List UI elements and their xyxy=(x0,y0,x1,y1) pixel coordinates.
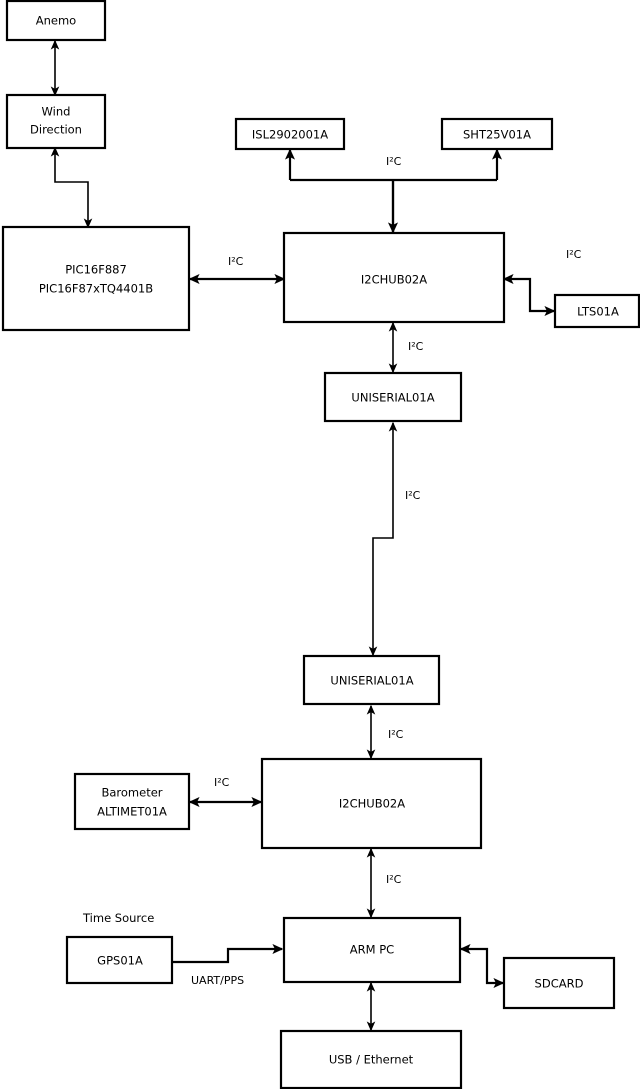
label-time-source: Time Source xyxy=(82,911,154,925)
node-uniserial01a-top-box xyxy=(323,371,463,423)
node-gps01a-box xyxy=(65,935,174,985)
node-lts01a[interactable]: LTS01A xyxy=(553,293,640,329)
node-wind-direction[interactable]: Wind Direction xyxy=(5,93,107,150)
node-isl2902001a-box xyxy=(234,117,346,151)
node-barometer-label-line1: Barometer xyxy=(101,786,162,800)
edge-label-hub2-armpc: I²C xyxy=(386,873,402,886)
node-usb-ethernet-box xyxy=(279,1029,463,1089)
node-wind-direction-box xyxy=(5,93,107,150)
node-pic-mcu-label-line2: PIC16F87xTQ4401B xyxy=(39,282,153,296)
node-barometer-box xyxy=(73,772,191,831)
node-pic-mcu[interactable]: PIC16F887 PIC16F87xTQ4401B xyxy=(1,225,191,332)
node-i2chub02a-bottom[interactable]: I2CHUB02A xyxy=(260,757,483,850)
node-sht25v01a[interactable]: SHT25V01A xyxy=(440,117,554,151)
node-uniserial01a-bottom-box xyxy=(302,654,441,706)
node-wind-direction-label-line2: Direction xyxy=(30,123,82,137)
connector-pic-wind xyxy=(50,146,93,229)
node-isl2902001a[interactable]: ISL2902001A xyxy=(234,117,346,151)
node-arm-pc-label: ARM PC xyxy=(350,943,394,957)
node-anemo-box xyxy=(5,0,107,42)
node-lts01a-label: LTS01A xyxy=(577,305,619,319)
connector-gps-armpc xyxy=(172,943,284,964)
node-i2chub02a-bottom-box xyxy=(260,757,483,850)
node-arm-pc[interactable]: ARM PC xyxy=(282,916,462,984)
node-sdcard-label: SDCARD xyxy=(535,977,584,991)
node-barometer[interactable]: Barometer ALTIMET01A xyxy=(73,772,191,831)
node-wind-direction-label-line1: Wind xyxy=(42,105,71,119)
node-sht25v01a-box xyxy=(440,117,554,151)
edge-label-sensors-hub: I²C xyxy=(386,155,402,168)
node-sdcard-box xyxy=(502,956,616,1010)
edge-label-hub-uniserial: I²C xyxy=(408,340,424,353)
edge-label-pic-hub: I²C xyxy=(228,255,244,268)
node-i2chub02a-top-box xyxy=(282,231,506,324)
node-anemo[interactable]: Anemo xyxy=(5,0,107,42)
connector-hub-lts xyxy=(502,273,556,317)
node-pic-mcu-label-line1: PIC16F887 xyxy=(65,263,127,277)
node-uniserial01a-bottom[interactable]: UNISERIAL01A xyxy=(302,654,441,706)
node-i2chub02a-top[interactable]: I2CHUB02A xyxy=(282,231,506,324)
node-i2chub02a-top-label: I2CHUB02A xyxy=(361,273,427,287)
node-uniserial01a-top[interactable]: UNISERIAL01A xyxy=(323,371,463,423)
connector-armpc-sdcard xyxy=(459,943,505,989)
node-uniserial01a-top-label: UNISERIAL01A xyxy=(351,391,434,405)
connector-uniserial-uniserial xyxy=(368,421,398,657)
node-isl2902001a-label: ISL2902001A xyxy=(252,128,328,142)
node-sdcard[interactable]: SDCARD xyxy=(502,956,616,1010)
node-anemo-label: Anemo xyxy=(36,14,76,28)
edge-label-uniserial-hub2: I²C xyxy=(388,728,404,741)
edge-label-baro-hub2: I²C xyxy=(214,776,230,789)
node-lts01a-box xyxy=(553,293,640,329)
node-pic-mcu-box xyxy=(1,225,191,332)
node-barometer-label-line2: ALTIMET01A xyxy=(97,805,167,819)
node-usb-ethernet-label: USB / Ethernet xyxy=(329,1053,414,1067)
node-uniserial01a-bottom-label: UNISERIAL01A xyxy=(330,674,413,688)
node-arm-pc-box xyxy=(282,916,462,984)
node-gps01a[interactable]: GPS01A xyxy=(65,935,174,985)
node-gps01a-label: GPS01A xyxy=(97,954,143,968)
node-i2chub02a-bottom-label: I2CHUB02A xyxy=(339,797,405,811)
node-sht25v01a-label: SHT25V01A xyxy=(463,128,531,142)
node-usb-ethernet[interactable]: USB / Ethernet xyxy=(279,1029,463,1089)
edge-label-uniserial-link: I²C xyxy=(405,489,421,502)
edge-label-hub-lts: I²C xyxy=(566,248,582,261)
edge-label-gps-armpc: UART/PPS xyxy=(191,974,244,987)
